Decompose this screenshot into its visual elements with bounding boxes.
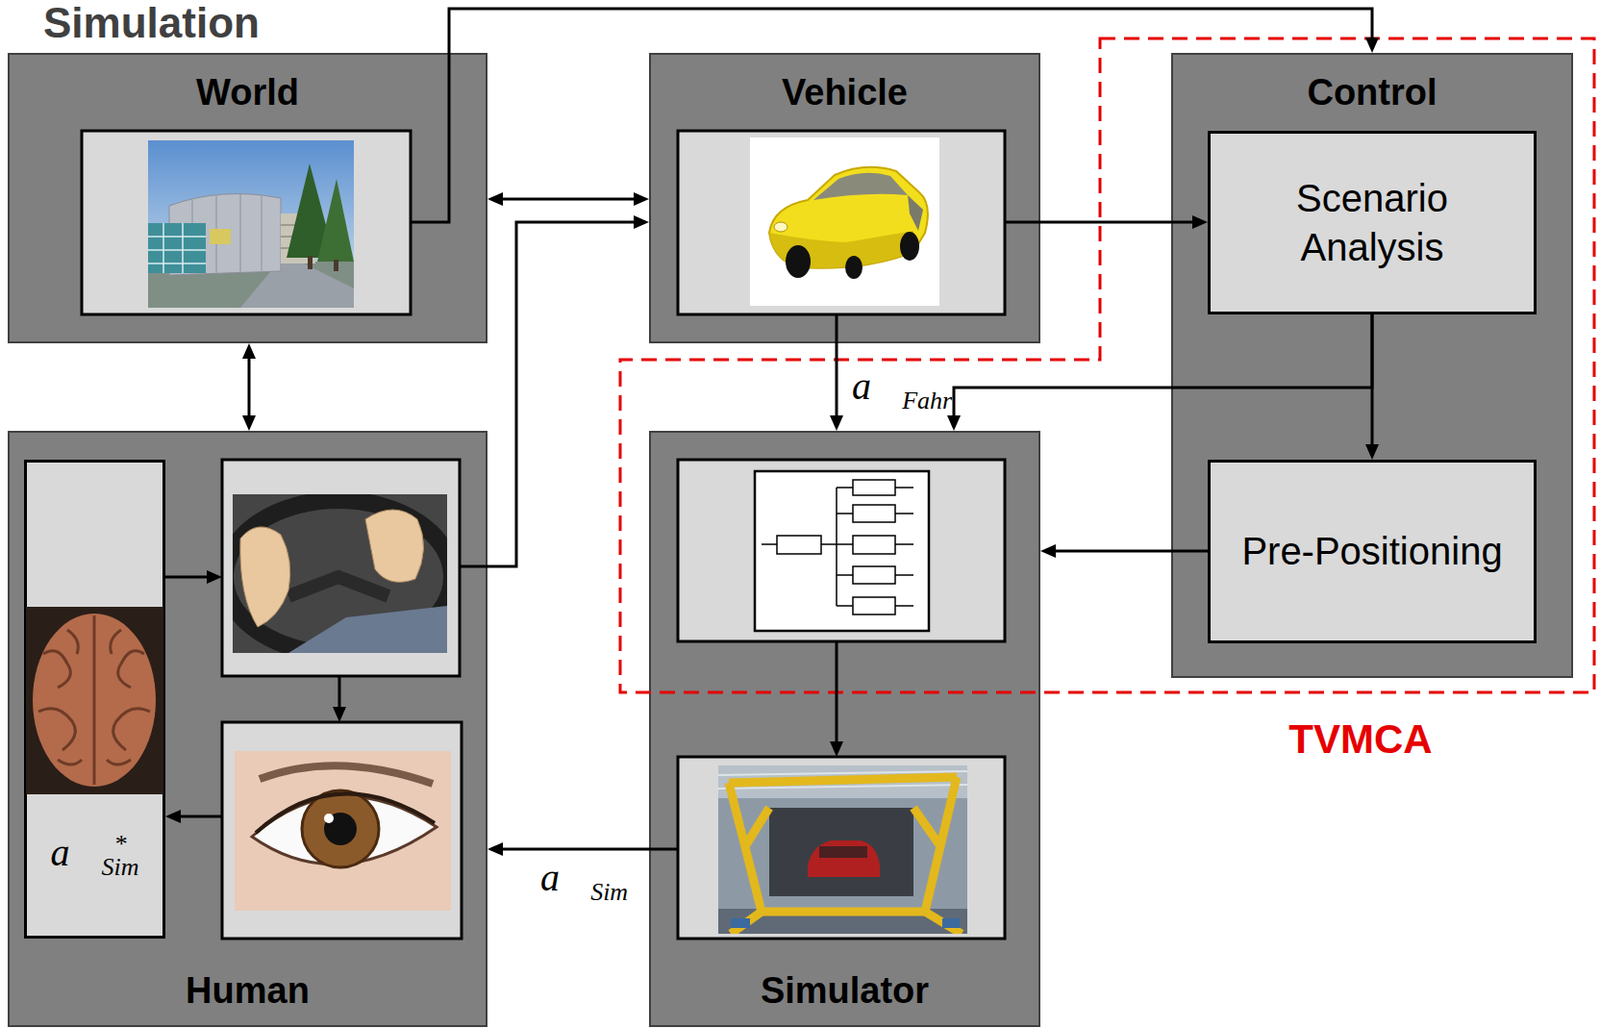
inner-wiring	[165, 52, 1041, 850]
car-picture	[750, 137, 940, 306]
connector-line	[1371, 314, 1375, 445]
vehicle-block: Vehicle	[649, 52, 1041, 344]
signal-label: a⃗Fahr	[851, 367, 952, 414]
signal-label: a⃗Sim	[540, 858, 628, 905]
arrowhead	[633, 192, 650, 206]
brain-picture	[25, 606, 164, 795]
node-label: Pre-Positioning	[1241, 526, 1502, 576]
simulator-photo	[718, 765, 968, 934]
region-label: TVMCA	[1288, 717, 1432, 762]
signal-label: a⃗*Sim	[50, 833, 139, 880]
connector-arrow	[1040, 215, 1208, 229]
process-box: Pre-Positioning	[1207, 459, 1537, 644]
arrowhead	[487, 192, 503, 206]
arrowhead	[1365, 37, 1379, 53]
inner-arrowheads	[165, 570, 844, 824]
connector-line	[248, 358, 251, 416]
node-label: Human	[185, 969, 310, 1014]
connector-arrow	[947, 314, 1373, 431]
diagram-title: Simulation	[43, 0, 260, 47]
world-block: World	[7, 52, 488, 344]
simulator-block: Simulator	[649, 430, 1041, 1027]
arrowhead	[1365, 444, 1379, 460]
connector-line	[449, 8, 1373, 53]
connector-line	[487, 222, 634, 567]
node-label: Vehicle	[781, 71, 908, 116]
connector-line	[502, 848, 650, 851]
arrowhead	[1192, 215, 1208, 229]
connector-arrow	[829, 343, 844, 431]
arrowhead	[487, 842, 503, 856]
arrowhead	[242, 343, 256, 359]
node-label: Control	[1306, 71, 1437, 116]
arrowhead	[633, 215, 650, 229]
world-scene	[148, 140, 354, 308]
node-label: Scenario Analysis	[1261, 174, 1483, 273]
connector-arrow	[1365, 314, 1379, 460]
connector-arrow	[1040, 544, 1208, 558]
arrowhead	[829, 415, 844, 431]
process-box: Scenario Analysis	[1207, 130, 1537, 315]
control-block: ControlScenario AnalysisPre-Positioning	[1171, 52, 1574, 678]
block-diagram-picture	[754, 471, 929, 631]
connector-line	[835, 343, 839, 416]
connector-line	[953, 314, 1373, 416]
arrowhead	[1040, 544, 1056, 558]
picture-frames	[81, 130, 1005, 939]
tvmca-region	[620, 38, 1595, 693]
connector-arrow	[487, 192, 650, 206]
perception-panel: a⃗*Sim	[24, 459, 166, 939]
connector-line	[1055, 550, 1208, 553]
node-label: World	[196, 71, 300, 116]
connector-arrow	[487, 842, 650, 856]
connector-line	[502, 198, 634, 201]
connector-arrow	[487, 215, 650, 567]
hands-picture	[232, 494, 448, 653]
arrowhead	[242, 415, 256, 431]
connector-arrow	[449, 8, 1379, 53]
node-label: Simulator	[760, 969, 929, 1014]
human-block: Human a⃗*Sim	[7, 430, 488, 1027]
connector-arrow	[242, 343, 256, 431]
arrowhead	[947, 415, 961, 431]
connector-line	[1040, 221, 1193, 225]
eye-picture	[234, 750, 451, 911]
